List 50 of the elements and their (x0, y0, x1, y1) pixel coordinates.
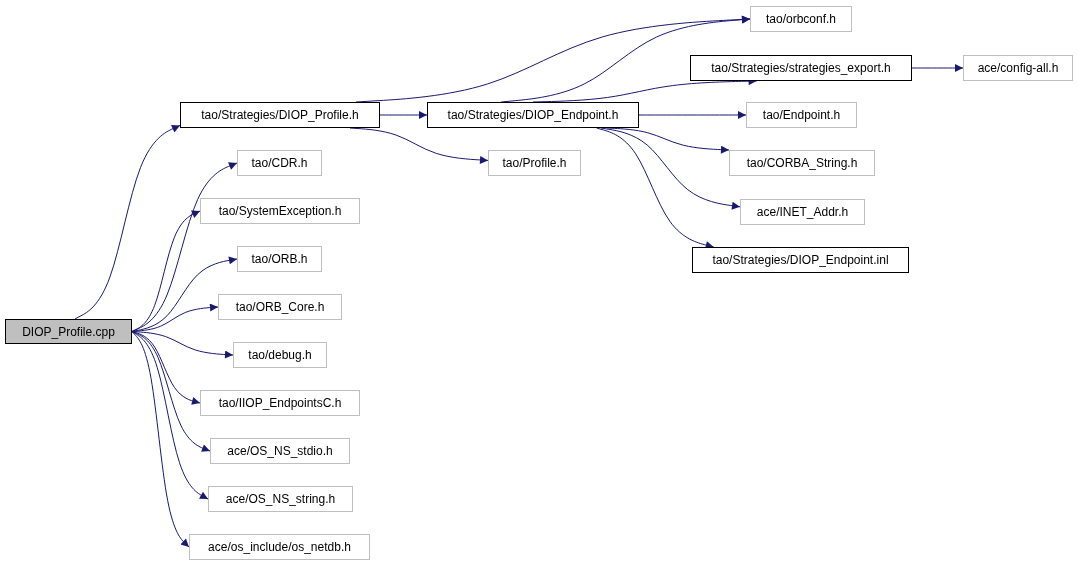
file-name: tao/orbconf.h (765, 12, 837, 26)
file-name: tao/Strategies/DIOP_Endpoint.h (447, 108, 619, 122)
file-box (750, 6, 852, 32)
file-box (427, 102, 639, 128)
file-box (690, 55, 912, 81)
file-name: tao/Endpoint.h (762, 108, 841, 122)
file-box (740, 199, 865, 225)
file-box (200, 390, 360, 416)
arrow (379, 111, 428, 119)
file-box (237, 246, 322, 272)
file-name: ace/config-all.h (977, 61, 1059, 75)
file-name: ace/OS_NS_string.h (225, 492, 336, 506)
file-name: tao/IIOP_EndpointsC.h (218, 396, 342, 410)
arrow (596, 127, 715, 249)
file-name: DIOP_Profile.cpp (22, 324, 115, 339)
arrow (131, 331, 234, 359)
file-name: tao/Strategies/DIOP_Profile.h (201, 108, 359, 122)
file-box (5, 319, 132, 344)
file-box (692, 247, 909, 273)
file-name: tao/ORB_Core.h (235, 300, 325, 314)
file-box (180, 102, 380, 128)
file-name: tao/debug.h (248, 348, 312, 362)
file-box (189, 534, 370, 560)
arrow (131, 210, 201, 332)
arrow (131, 331, 190, 548)
file-name: tao/Strategies/strategies_export.h (711, 61, 891, 75)
file-box (218, 294, 342, 320)
file-box (237, 150, 322, 176)
file-name: tao/ORB.h (251, 252, 308, 266)
file-name: tao/SystemException.h (218, 204, 342, 218)
file-name: ace/os_include/os_netdb.h (208, 540, 351, 554)
arrow (638, 111, 747, 119)
file-name: tao/Strategies/DIOP_Endpoint.inl (712, 253, 889, 267)
file-name: tao/CDR.h (251, 156, 308, 170)
file-box (963, 55, 1073, 81)
file-box (233, 342, 327, 368)
arrow (131, 331, 209, 500)
file-name: ace/OS_NS_stdio.h (227, 444, 333, 458)
arrow (911, 64, 964, 72)
file-box (488, 150, 581, 176)
file-box (729, 150, 875, 176)
file-box (200, 198, 360, 224)
arrow (74, 124, 181, 320)
arrow (131, 331, 201, 405)
file-box (746, 102, 857, 128)
file-name: tao/Profile.h (502, 156, 567, 170)
file-name: tao/CORBA_String.h (746, 156, 858, 170)
file-name: ace/INET_Addr.h (756, 205, 849, 219)
file-box (208, 486, 353, 512)
file-box (210, 438, 350, 464)
